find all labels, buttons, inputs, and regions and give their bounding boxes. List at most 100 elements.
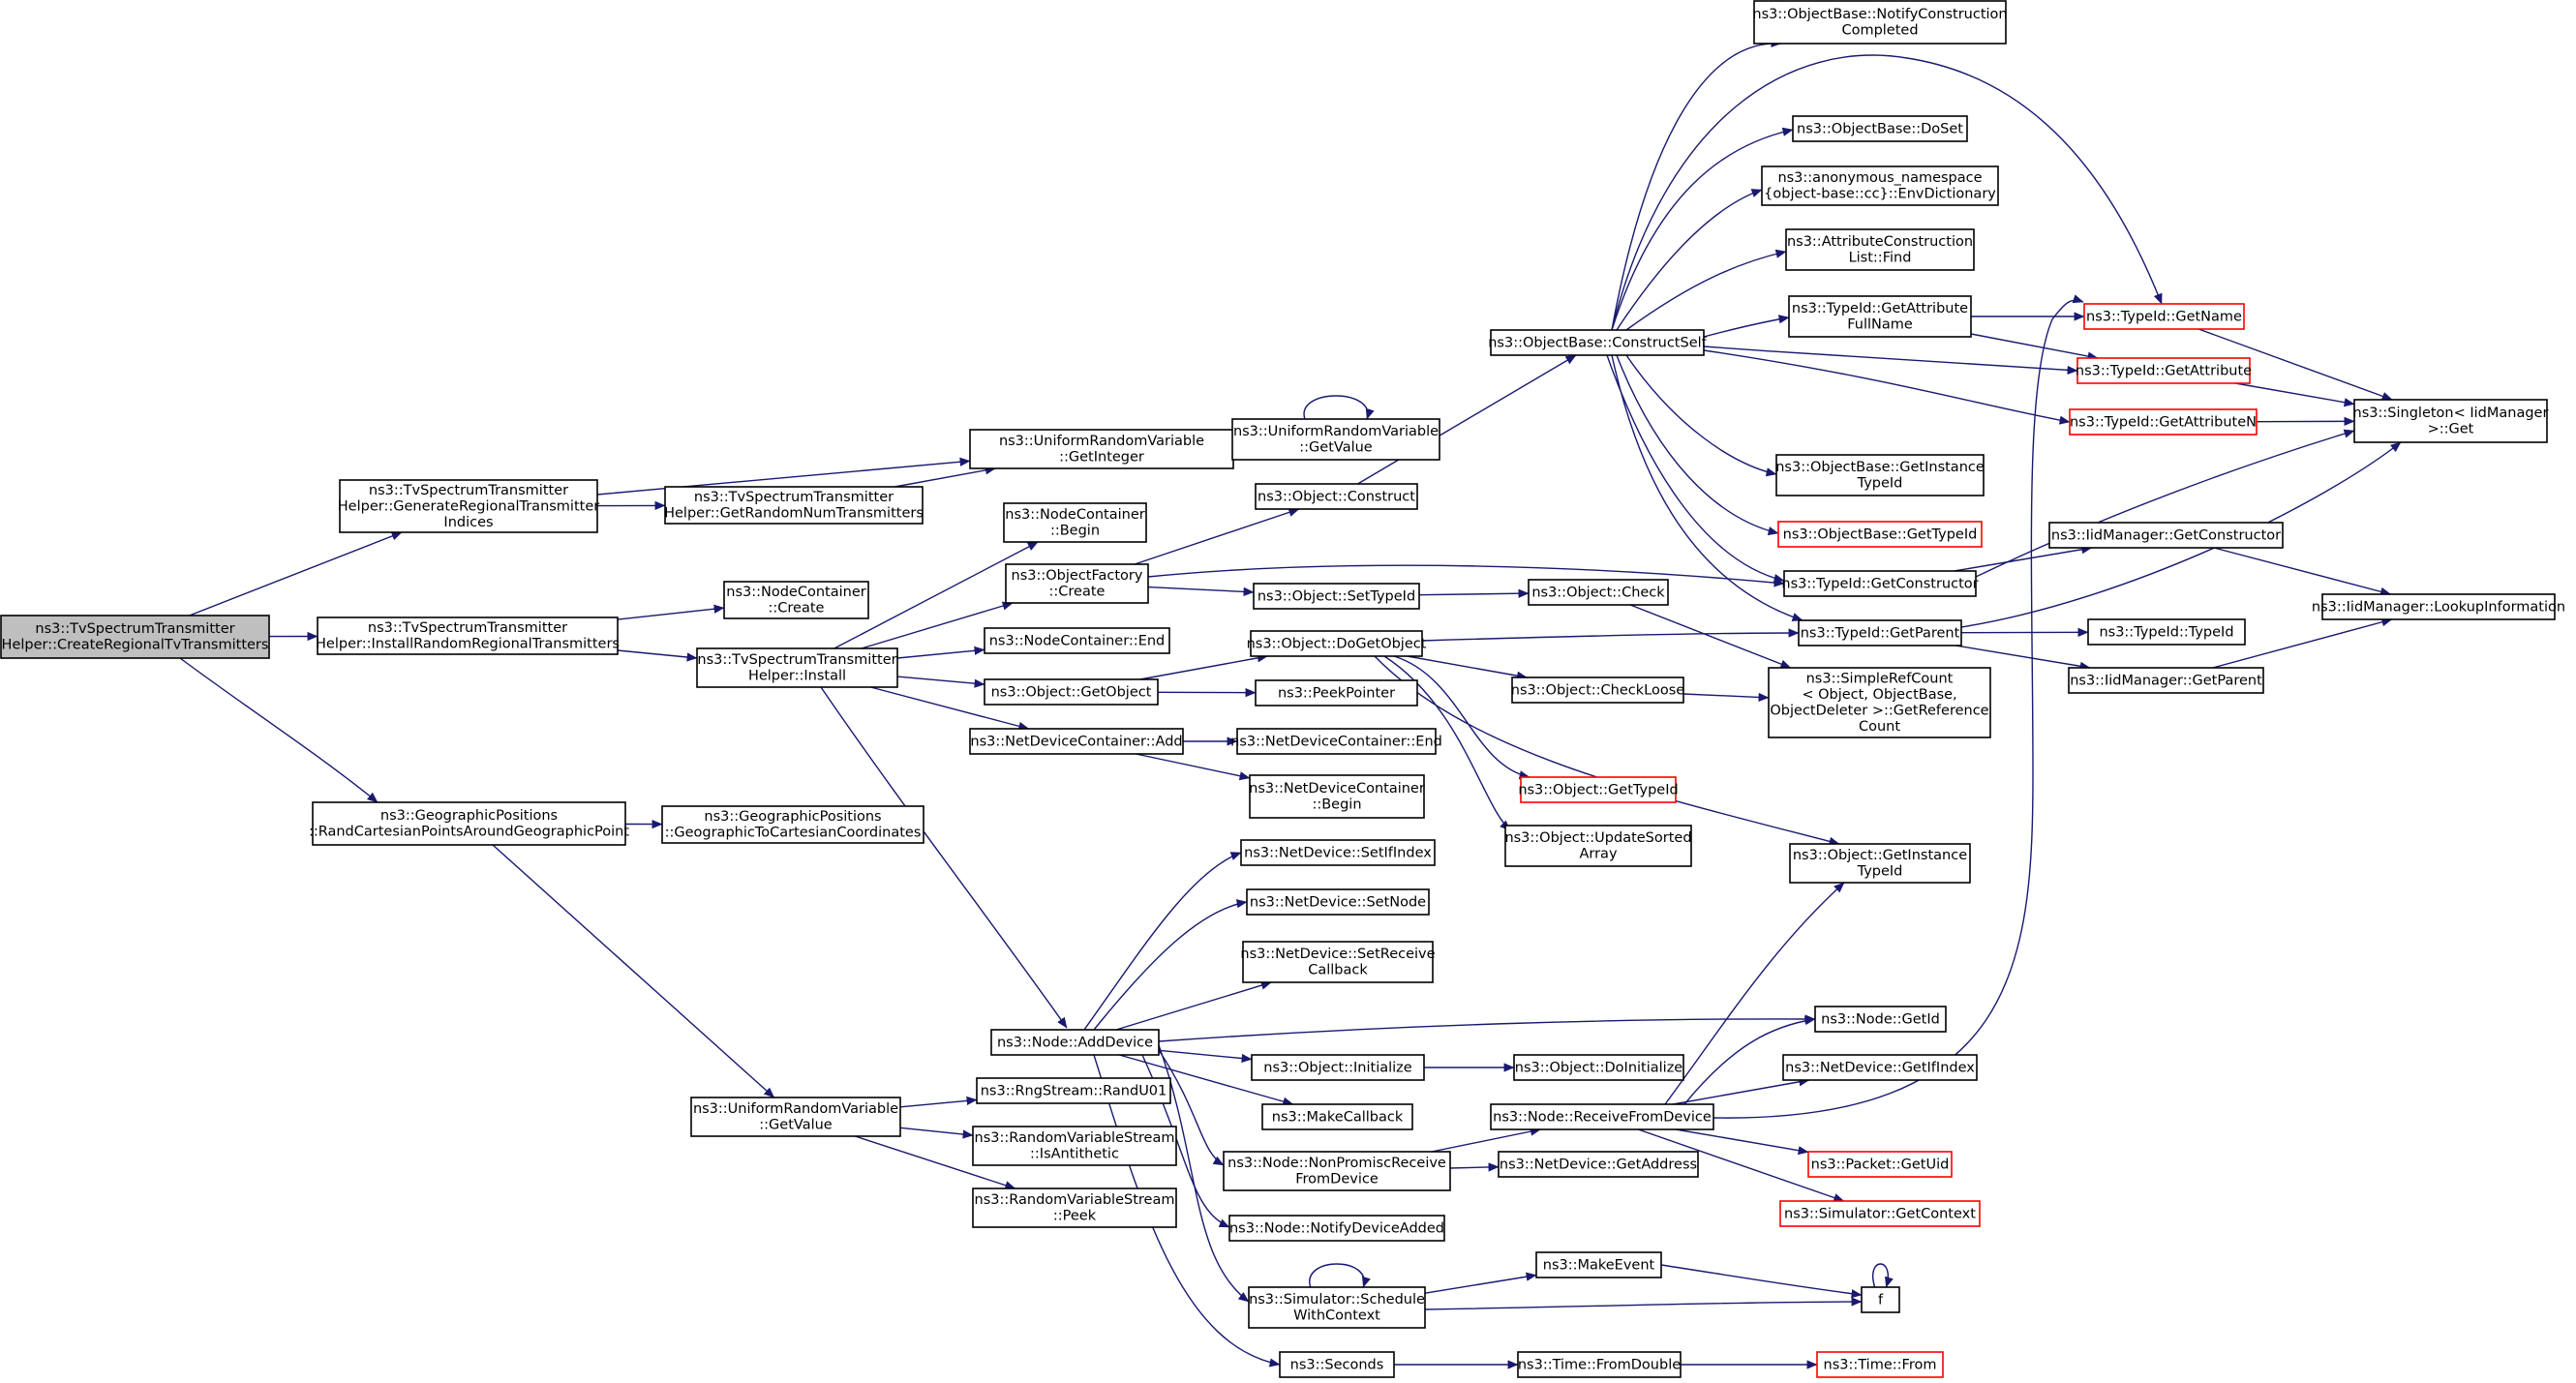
function-node[interactable]: ns3::IidManager::GetConstructor	[2048, 522, 2284, 549]
function-node[interactable]: ns3::RandomVariableStream::Peek	[972, 1188, 1177, 1228]
function-node[interactable]: ns3::NetDeviceContainer::Begin	[1249, 774, 1425, 819]
function-node[interactable]: ns3::TypeId::GetName	[2083, 303, 2245, 330]
function-node[interactable]: ns3::GeographicPositions::RandCartesianP…	[309, 801, 629, 846]
node-label: ns3::Packet::GetUid	[1811, 1157, 1950, 1172]
node-box	[1251, 1054, 1425, 1081]
function-node[interactable]: ns3::TvSpectrumTransmitterHelper::Instal…	[316, 616, 620, 655]
function-node[interactable]: ns3::Time::From	[1816, 1351, 1944, 1378]
function-node[interactable]: ns3::NetDevice::SetIfIndex	[1240, 839, 1436, 866]
function-node[interactable]: ns3::Object::Check	[1528, 579, 1669, 606]
function-node[interactable]: ns3::MakeCallback	[1261, 1103, 1413, 1130]
function-node[interactable]: ns3::NodeContainer::Create	[723, 581, 869, 619]
function-node[interactable]: ns3::TvSpectrumTransmitterHelper::Genera…	[338, 479, 599, 533]
node-label: ns3::Object::UpdateSorted	[1504, 830, 1691, 846]
node-label: ns3::Simulator::GetContext	[1784, 1206, 1976, 1221]
function-node[interactable]: ns3::ObjectBase::NotifyConstructionCompl…	[1752, 0, 2008, 45]
function-node[interactable]: ns3::TypeId::GetConstructor	[1781, 570, 1979, 597]
function-node[interactable]: ns3::Time::FromDouble	[1517, 1351, 1682, 1378]
function-node[interactable]: ns3::Object::CheckLoose	[1511, 676, 1684, 704]
function-node[interactable]: ns3::NetDevice::GetIfIndex	[1782, 1054, 1978, 1081]
function-node[interactable]: f	[1861, 1286, 1900, 1313]
node-label: >::Get	[2428, 422, 2474, 437]
function-node[interactable]: ns3::Node::GetId	[1814, 1006, 1947, 1033]
node-box	[1816, 1351, 1944, 1378]
function-node[interactable]: ns3::Node::ReceiveFromDevice	[1490, 1103, 1714, 1130]
call-edge-n10-n52	[1147, 564, 1785, 587]
node-label: ::RandCartesianPointsAroundGeographicPoi…	[309, 825, 629, 840]
node-label: ::Begin	[1050, 524, 1100, 539]
node-label: ns3::Node::ReceiveFromDevice	[1493, 1109, 1712, 1125]
function-node[interactable]: ns3::Object::DoInitialize	[1513, 1054, 1684, 1081]
call-edge-n41-n56	[1683, 1016, 1816, 1105]
node-label: ns3::TvSpectrumTransmitter	[35, 621, 234, 637]
function-node[interactable]: ns3::ObjectBase::GetTypeId	[1777, 521, 1983, 548]
function-node[interactable]: ns3::Object::Initialize	[1251, 1054, 1425, 1081]
function-node[interactable]: ns3::IidManager::GetParent	[2068, 667, 2264, 694]
function-node[interactable]: ns3::RngStream::RandU01	[976, 1077, 1171, 1104]
node-label: WithContext	[1293, 1308, 1380, 1324]
node-box	[2087, 618, 2246, 646]
node-box	[1504, 825, 1692, 867]
function-node[interactable]: ns3::TypeId::GetAttributeN	[2069, 408, 2258, 436]
function-node[interactable]: ns3::Object::DoGetObject	[1247, 630, 1427, 657]
function-node[interactable]: ns3::ObjectBase::DoSet	[1792, 115, 1968, 142]
function-node[interactable]: ns3::UniformRandomVariable::GetValue	[1231, 418, 1440, 461]
function-node[interactable]: ns3::ObjectFactory::Create	[1005, 563, 1149, 604]
call-edge-n16-n36	[1418, 588, 1530, 598]
node-label: ns3::NodeContainer::End	[989, 633, 1166, 648]
function-node[interactable]: ns3::Object::Construct	[1255, 483, 1418, 510]
node-box	[1513, 1054, 1684, 1081]
function-node[interactable]: ns3::NodeContainer::Begin	[1003, 502, 1147, 543]
node-label: ns3::TypeId::GetName	[2086, 309, 2242, 324]
function-node[interactable]: ns3::Object::GetObject	[984, 678, 1159, 706]
function-node[interactable]: ns3::NetDeviceContainer::End	[1230, 728, 1442, 755]
node-label: Callback	[1308, 963, 1368, 978]
function-node[interactable]: ns3::Seconds	[1279, 1351, 1395, 1378]
function-node[interactable]: ns3::TypeId::GetParent	[1798, 619, 1962, 646]
node-label: ns3::ObjectBase::GetInstance	[1775, 460, 1985, 475]
function-node[interactable]: ns3::SimpleRefCount< Object, ObjectBase,…	[1768, 667, 1991, 738]
function-node[interactable]: ns3::Packet::GetUid	[1807, 1151, 1953, 1178]
function-node[interactable]: ns3::NetDeviceContainer::Add	[969, 728, 1184, 755]
function-node[interactable]: ns3::anonymous_namespace{object-base::cc…	[1761, 165, 1999, 206]
function-node[interactable]: ns3::RandomVariableStream::IsAntithetic	[972, 1126, 1177, 1166]
function-node[interactable]: ns3::Node::AddDevice	[990, 1029, 1160, 1056]
function-node[interactable]: ns3::PeekPointer	[1255, 679, 1418, 707]
function-node[interactable]: ns3::NetDevice::GetAddress	[1498, 1151, 1699, 1178]
function-node[interactable]: ns3::MakeEvent	[1535, 1251, 1662, 1278]
node-box	[1775, 454, 1985, 496]
function-node[interactable]: ns3::Simulator::GetContext	[1779, 1200, 1981, 1227]
function-node[interactable]: ns3::TvSpectrumTransmitterHelper::Instal…	[696, 647, 898, 688]
node-label: Indices	[443, 515, 493, 530]
node-label: ns3::TvSpectrumTransmitter	[697, 652, 896, 668]
function-node[interactable]: ns3::IidManager::LookupInformation	[2312, 593, 2565, 620]
function-node[interactable]: ns3::Object::SetTypeId	[1253, 583, 1420, 610]
function-node[interactable]: ns3::TypeId::TypeId	[2087, 618, 2246, 646]
node-box	[2321, 593, 2556, 620]
function-node[interactable]: ns3::UniformRandomVariable::GetInteger	[969, 429, 1234, 469]
function-node[interactable]: ns3::NodeContainer::End	[984, 627, 1170, 654]
function-node[interactable]: ns3::UniformRandomVariable::GetValue	[690, 1097, 901, 1137]
call-edge-n31-n42	[1449, 1162, 1500, 1172]
function-node[interactable]: ns3::NetDevice::SetNode	[1246, 888, 1430, 916]
function-node[interactable]: ns3::Node::NotifyDeviceAdded	[1228, 1215, 1445, 1242]
function-node[interactable]: ns3::Singleton< IidManager>::Get	[2353, 399, 2549, 443]
node-label: TypeId	[1857, 864, 1903, 880]
function-node[interactable]: ns3::TypeId::GetAttribute	[2076, 357, 2252, 384]
function-node[interactable]: ns3::TvSpectrumTransmitterHelper::GetRan…	[664, 486, 924, 525]
node-box	[1785, 228, 1975, 271]
call-edge-n43-n60	[1660, 1264, 1863, 1299]
function-node[interactable]: ns3::Object::GetTypeId	[1518, 776, 1679, 803]
function-node[interactable]: ns3::GeographicPositions::GeographicToCa…	[661, 805, 924, 844]
node-label: ns3::NodeContainer	[1005, 507, 1144, 523]
function-node[interactable]: ns3::ObjectBase::ConstructSelf	[1488, 329, 1708, 356]
